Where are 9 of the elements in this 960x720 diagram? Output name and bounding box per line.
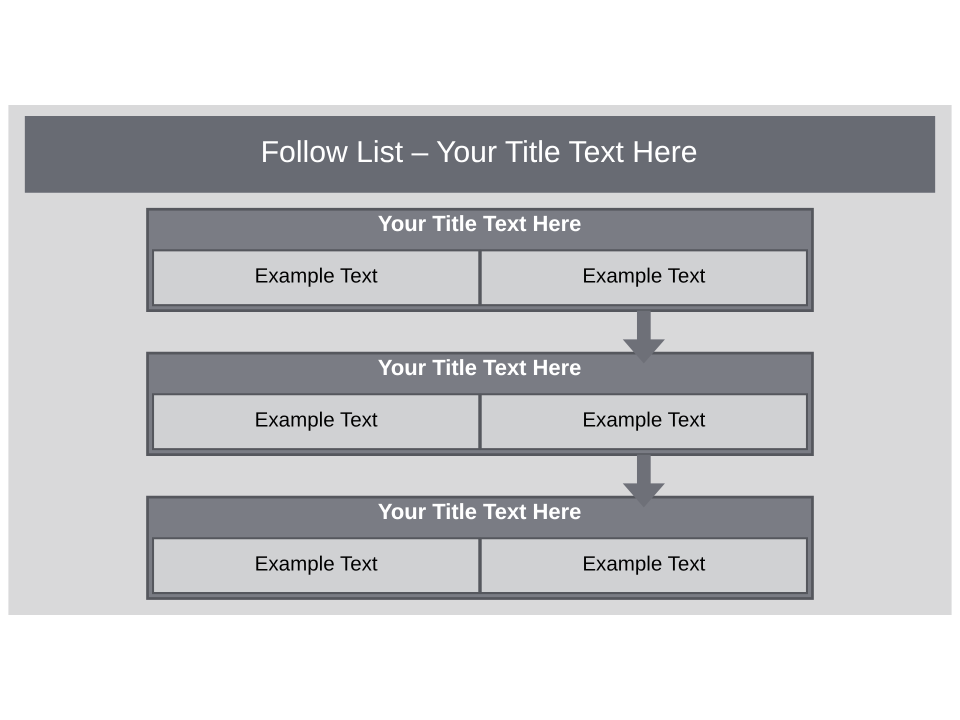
- node-box: Example Text: [152, 537, 480, 594]
- node-box: Example Text: [152, 249, 480, 306]
- diagram-title: Follow List – Your Title Text Here: [260, 136, 698, 170]
- node-box: Example Text: [480, 249, 808, 306]
- node-box: Example Text: [152, 393, 480, 450]
- node-box: Example Text: [480, 393, 808, 450]
- node-box: Example Text: [480, 537, 808, 594]
- arrow: [622, 310, 665, 364]
- arrow: [622, 454, 665, 508]
